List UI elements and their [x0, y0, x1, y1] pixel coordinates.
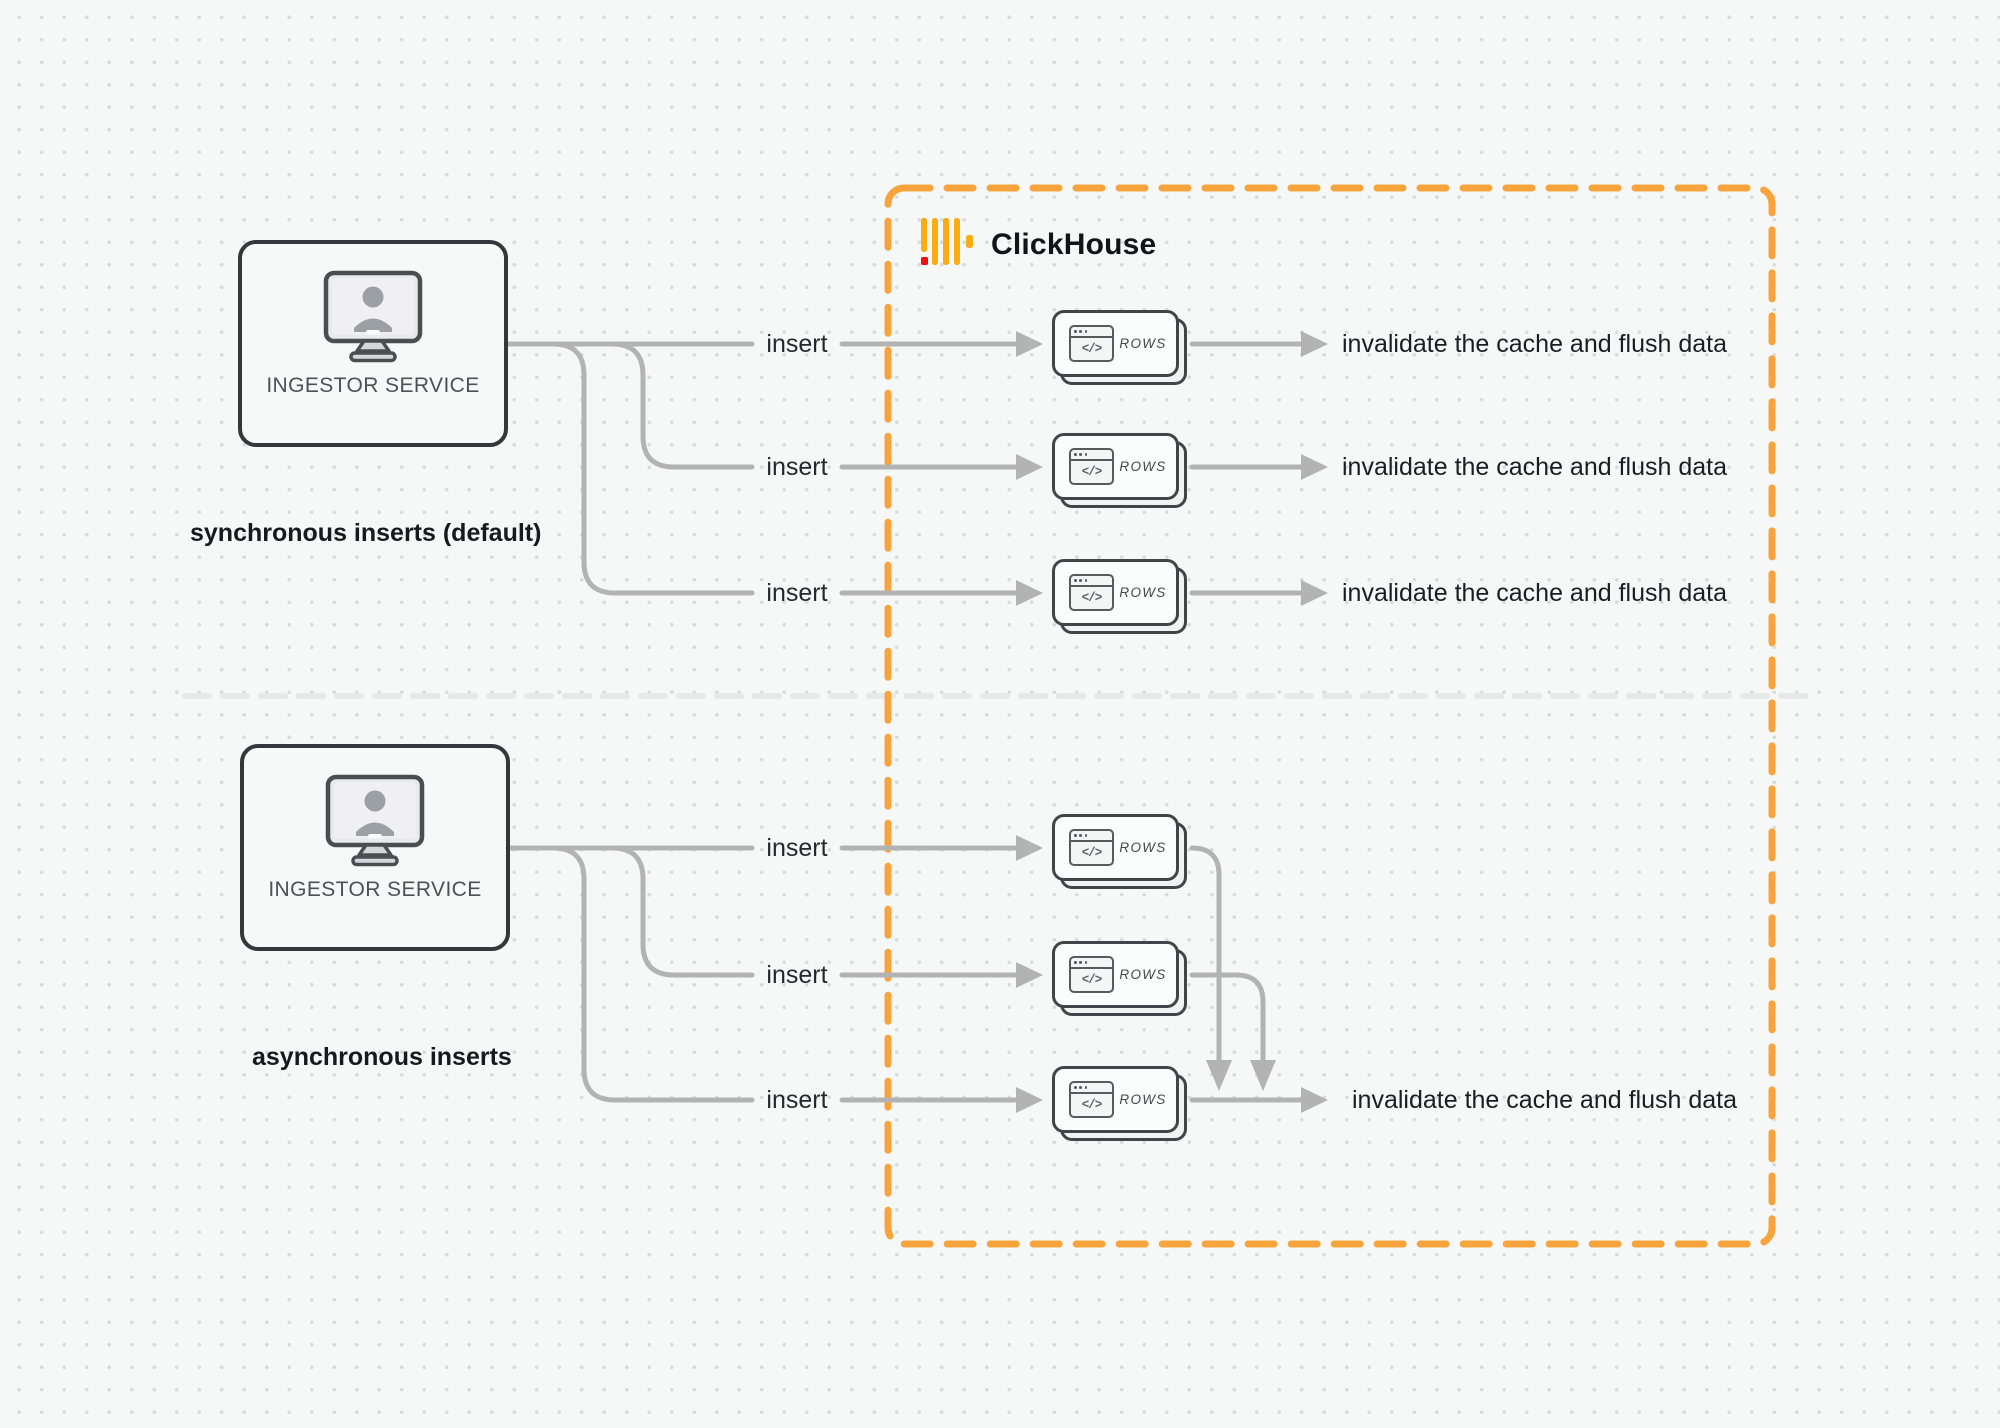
sync-rows-table-node: </> ROWS [1052, 559, 1187, 635]
ingestor-service-label: INGESTOR SERVICE [268, 878, 482, 901]
rows-card-label: ROWS [1119, 967, 1167, 982]
async-wire-row2-branch [609, 845, 755, 978]
arrowhead-sync-row2-out [1301, 454, 1328, 480]
code-window-icon: </> [1069, 1081, 1114, 1118]
sync-result-label: invalidate the cache and flush data [1342, 579, 1727, 607]
arrowhead-async-drain1-down [1206, 1060, 1232, 1091]
code-window-icon: </> [1069, 956, 1114, 993]
sync-rows-table-node: </> ROWS [1052, 433, 1187, 509]
rows-card-label: ROWS [1119, 840, 1167, 855]
async-result-label: invalidate the cache and flush data [1352, 1086, 1737, 1114]
sync-insert-label: insert [766, 330, 828, 358]
wire-paths [505, 341, 1304, 1103]
sync-result-label: invalidate the cache and flush data [1342, 453, 1727, 481]
async-insert-label: insert [766, 961, 828, 989]
rows-card-label: ROWS [1119, 585, 1167, 600]
async-wire-row1-drain [1189, 845, 1222, 1063]
arrowhead-async-row1-in [1016, 835, 1043, 861]
clickhouse-logo-red-accent-icon [921, 257, 928, 265]
async-section-caption: asynchronous inserts [252, 1043, 512, 1071]
stacked-card: </> ROWS [1052, 559, 1179, 626]
sync-result-label: invalidate the cache and flush data [1342, 330, 1727, 358]
clickhouse-logo [916, 214, 1116, 270]
sync-insert-label: insert [766, 453, 828, 481]
clickhouse-logo-bar-icon [921, 218, 927, 252]
arrowhead-sync-row3-out [1301, 580, 1328, 606]
async-insert-label: insert [766, 834, 828, 862]
arrowhead-async-row3-out [1301, 1087, 1328, 1113]
clickhouse-boundary-box [884, 184, 1776, 1248]
code-window-icon: </> [1069, 325, 1114, 362]
monitor-user-icon [325, 774, 425, 867]
sync-wire-row2-branch [609, 341, 755, 470]
arrowhead-sync-row2-in [1016, 454, 1043, 480]
sync-ingestor-service-node: INGESTOR SERVICE [238, 240, 508, 447]
stacked-card: </> ROWS [1052, 1066, 1179, 1133]
monitor-user-icon [323, 270, 423, 363]
rows-card-label: ROWS [1119, 336, 1167, 351]
clickhouse-logo-bar-icon [954, 218, 960, 265]
arrowheads [1016, 331, 1328, 1113]
async-rows-table-node: </> ROWS [1052, 941, 1187, 1017]
async-rows-table-node: </> ROWS [1052, 1066, 1187, 1142]
stacked-card: </> ROWS [1052, 310, 1179, 377]
stacked-card: </> ROWS [1052, 433, 1179, 500]
arrowhead-async-row3-in [1016, 1087, 1043, 1113]
clickhouse-logo-square-icon [966, 235, 973, 248]
clickhouse-label: ClickHouse [991, 228, 1157, 261]
sync-wire-row3-branch [550, 341, 755, 596]
code-window-icon: </> [1069, 448, 1114, 485]
stacked-card: </> ROWS [1052, 814, 1179, 881]
stacked-card: </> ROWS [1052, 941, 1179, 1008]
async-insert-label: insert [766, 1086, 828, 1114]
sync-insert-label: insert [766, 579, 828, 607]
rows-card-label: ROWS [1119, 459, 1167, 474]
clickhouse-logo-bar-icon [932, 218, 938, 265]
rows-card-label: ROWS [1119, 1092, 1167, 1107]
sync-rows-table-node: </> ROWS [1052, 310, 1187, 386]
arrowhead-sync-row1-in [1016, 331, 1043, 357]
arrowhead-async-row2-in [1016, 962, 1043, 988]
ingestor-service-label: INGESTOR SERVICE [266, 374, 480, 397]
arrowhead-sync-row1-out [1301, 331, 1328, 357]
arrowhead-sync-row3-in [1016, 580, 1043, 606]
async-wire-row3-branch [550, 845, 755, 1103]
async-wire-row2-drain [1189, 972, 1266, 1063]
code-window-icon: </> [1069, 574, 1114, 611]
code-window-icon: </> [1069, 829, 1114, 866]
async-rows-table-node: </> ROWS [1052, 814, 1187, 890]
sync-section-caption: synchronous inserts (default) [190, 519, 542, 547]
arrowhead-async-drain2-down [1250, 1060, 1276, 1091]
clickhouse-logo-bar-icon [943, 218, 949, 265]
async-ingestor-service-node: INGESTOR SERVICE [240, 744, 510, 951]
